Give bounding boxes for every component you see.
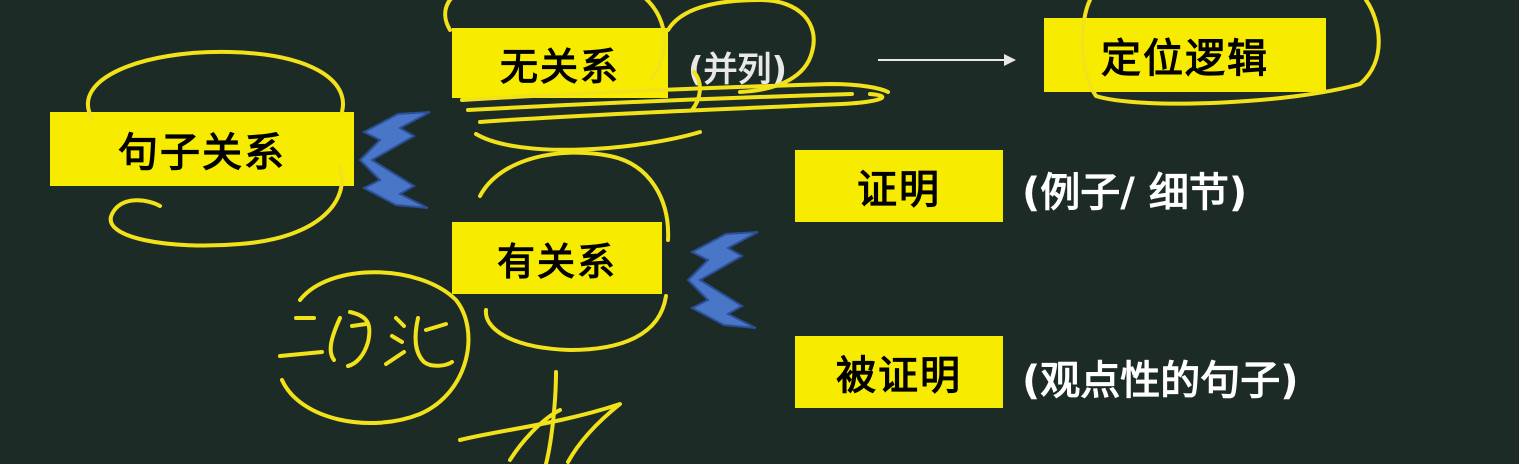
note-examples-details: (例子/ 细节) bbox=[1022, 170, 1248, 216]
arrow-right-icon bbox=[878, 54, 1016, 66]
brace-arrow-icon bbox=[358, 111, 431, 209]
branch-box-related: 有关系 bbox=[452, 222, 662, 294]
handwritten-ink bbox=[85, 0, 1381, 464]
sub-prove-label: 证明 bbox=[857, 167, 941, 213]
sub-box-prove: 证明 bbox=[795, 150, 1003, 222]
branch-related-label: 有关系 bbox=[496, 239, 617, 284]
root-label: 句子关系 bbox=[118, 130, 286, 176]
brace-arrow-icon bbox=[686, 231, 759, 329]
sub-proved-label: 被证明 bbox=[836, 353, 962, 399]
target-box-locate-logic: 定位逻辑 bbox=[1044, 18, 1326, 92]
note-parallel: (并列) bbox=[688, 50, 788, 90]
root-box-sentence-relation: 句子关系 bbox=[50, 112, 354, 186]
note-opinion-sentence: (观点性的句子) bbox=[1022, 358, 1299, 404]
branch-box-no-relation: 无关系 bbox=[452, 28, 668, 98]
target-label: 定位逻辑 bbox=[1101, 36, 1269, 82]
branch-none-label: 无关系 bbox=[499, 44, 620, 89]
sub-box-proved: 被证明 bbox=[795, 336, 1003, 408]
